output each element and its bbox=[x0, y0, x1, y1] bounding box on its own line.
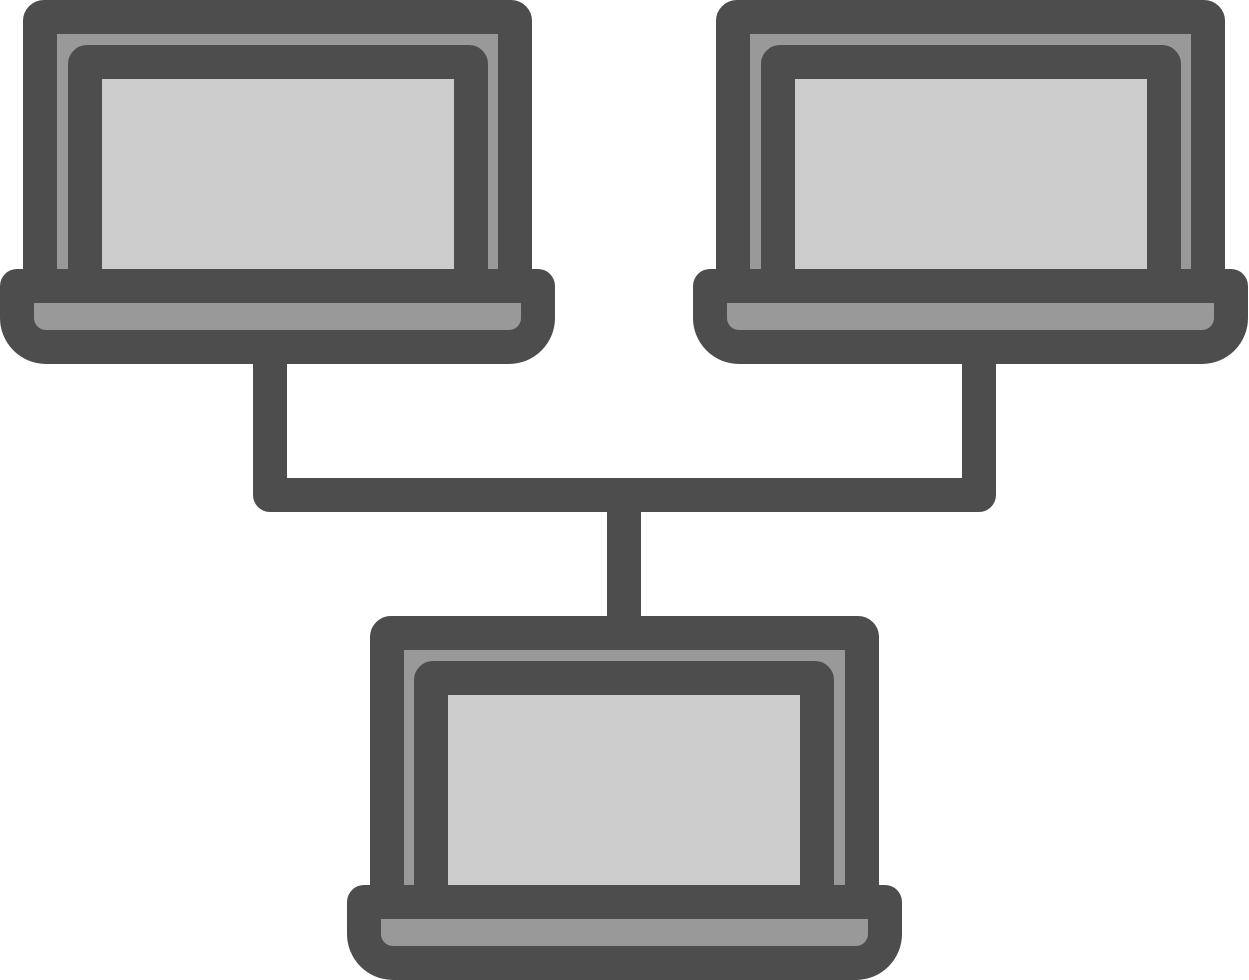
laptop-screen bbox=[414, 661, 834, 920]
laptop-top-right bbox=[693, 0, 1248, 364]
laptop-screen bbox=[761, 45, 1181, 304]
laptop-base bbox=[693, 269, 1248, 364]
laptop-base bbox=[347, 885, 902, 980]
laptop-top-left bbox=[0, 0, 555, 364]
laptop-screen bbox=[68, 45, 488, 304]
network-cable bbox=[253, 333, 996, 649]
laptop-bottom-center bbox=[347, 616, 902, 980]
laptop-base bbox=[0, 269, 555, 364]
